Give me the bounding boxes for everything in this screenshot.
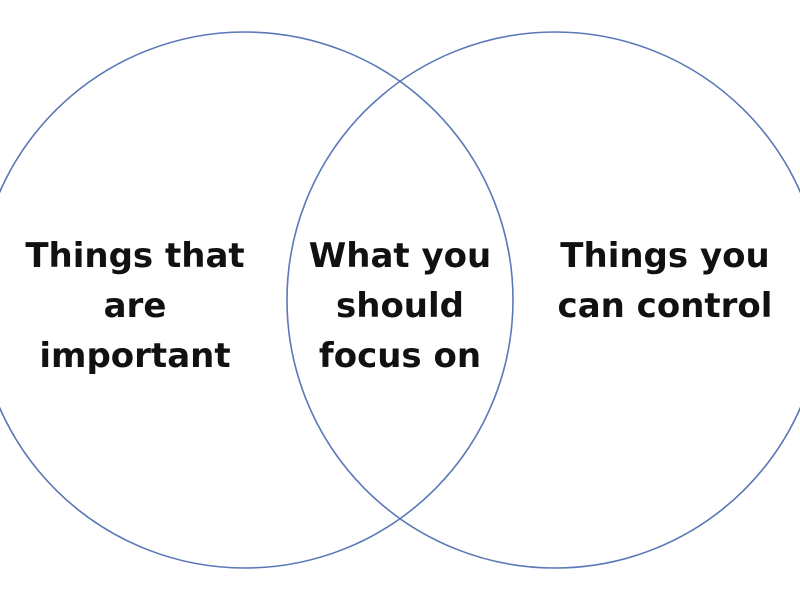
left-set-label-line: are: [103, 286, 167, 326]
left-set-label-line: important: [39, 336, 231, 376]
left-set-label-line: Things that: [25, 236, 245, 276]
right-set-label-line: Things you: [560, 236, 770, 276]
intersection-label-line: focus on: [318, 336, 482, 376]
right-set-label: Things you can control: [550, 231, 780, 331]
intersection-label-line: should: [336, 286, 464, 326]
intersection-label-line: What you: [308, 236, 492, 276]
right-circle: [286, 31, 800, 569]
right-set-label-line: can control: [557, 286, 773, 326]
left-circle: [0, 31, 514, 569]
intersection-label: What you should focus on: [285, 231, 515, 381]
left-set-label: Things that are important: [20, 231, 250, 381]
